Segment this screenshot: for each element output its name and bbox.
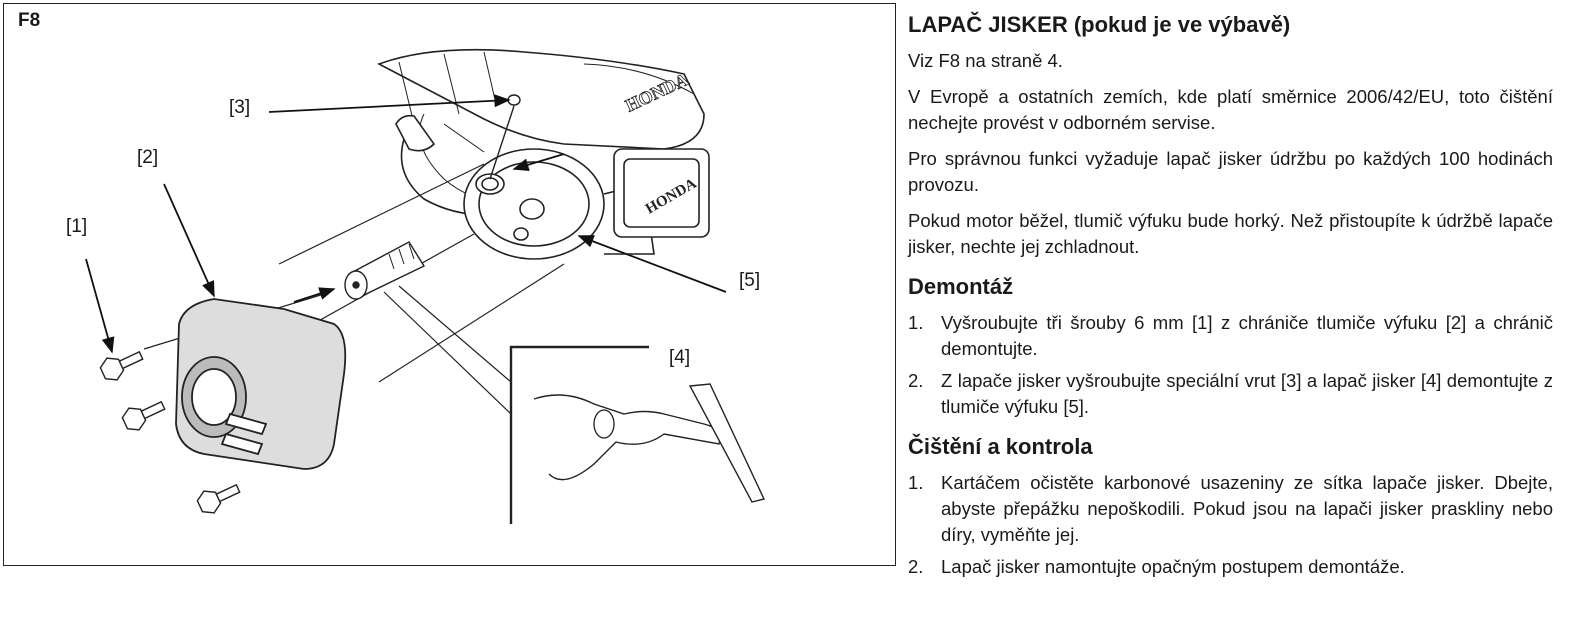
list-item: 1. Vyšroubujte tři šrouby 6 mm [1] z chrá… xyxy=(908,310,1553,362)
list-item: 2. Z lapače jisker vyšroubujte speciální … xyxy=(908,368,1553,420)
text-column: LAPAČ JISKER (pokud je ve výbavě) Viz F8… xyxy=(908,10,1553,586)
spark-arrester-illustration: HONDA HONDA xyxy=(85,48,765,524)
intro-paragraph: Pokud motor běžel, tlumič výfuku bude ho… xyxy=(908,210,1553,257)
page-title: LAPAČ JISKER (pokud je ve výbavě) xyxy=(908,12,1291,37)
step-number: 1. xyxy=(908,472,924,493)
step-number: 2. xyxy=(908,556,924,577)
intro-paragraph: Pro správnou funkci vyžaduje lapač jiske… xyxy=(908,148,1553,195)
figure-panel: F8 xyxy=(3,3,896,566)
callout-4: [4] xyxy=(669,347,691,368)
section-heading-removal: Demontáž xyxy=(908,274,1014,299)
list-item: 2. Lapač jisker namontujte opačným postup… xyxy=(908,554,1553,580)
removal-steps: 1. Vyšroubujte tři šrouby 6 mm [1] z chrá… xyxy=(908,310,1553,420)
cleaning-steps: 1. Kartáčem očistěte karbonové usazeniny … xyxy=(908,470,1553,580)
intro-paragraph: Viz F8 na straně 4. xyxy=(908,50,1063,71)
figure-label: F8 xyxy=(18,10,41,31)
callout-2: [2] xyxy=(137,147,159,168)
callout-5: [5] xyxy=(739,270,761,291)
step-text: Z lapače jisker vyšroubujte speciální vr… xyxy=(941,370,1553,417)
step-text: Lapač jisker namontujte opačným postupem… xyxy=(941,556,1405,577)
muffler-protector-drawing xyxy=(175,298,347,470)
callout-3: [3] xyxy=(229,97,251,118)
step-number: 2. xyxy=(908,370,924,391)
step-text: Kartáčem očistěte karbonové usazeniny ze… xyxy=(941,472,1553,545)
inset-detail xyxy=(383,285,765,524)
list-item: 1. Kartáčem očistěte karbonové usazeniny … xyxy=(908,470,1553,548)
step-number: 1. xyxy=(908,312,924,333)
special-screw-drawing xyxy=(489,94,521,180)
step-text: Vyšroubujte tři šrouby 6 mm [1] z chráni… xyxy=(941,312,1553,359)
callout-1: [1] xyxy=(66,216,88,237)
spark-arrester-drawing xyxy=(344,241,426,300)
intro-paragraph: V Evropě a ostatních zemích, kde platí s… xyxy=(908,86,1553,133)
bolts-drawing xyxy=(99,350,241,514)
section-heading-cleaning: Čištění a kontrola xyxy=(908,434,1093,459)
engine-drawing xyxy=(377,48,710,260)
